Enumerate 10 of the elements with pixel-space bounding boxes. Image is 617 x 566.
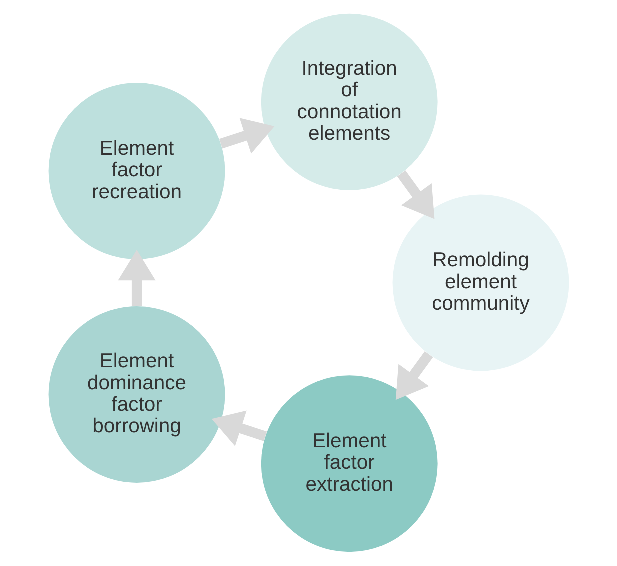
arrow (395, 352, 433, 400)
node-circle: Element factor recreation (48, 83, 225, 260)
arrow (396, 170, 434, 220)
arrow (211, 410, 267, 446)
node-circle: Integration of connotation elements (260, 14, 438, 190)
arrow (118, 250, 156, 306)
node-circle: Element factor extraction (260, 376, 438, 552)
arrow (218, 118, 274, 154)
node-circle: Element dominance factor borrowing (48, 306, 225, 483)
node-circle: Remolding element community (392, 194, 569, 372)
